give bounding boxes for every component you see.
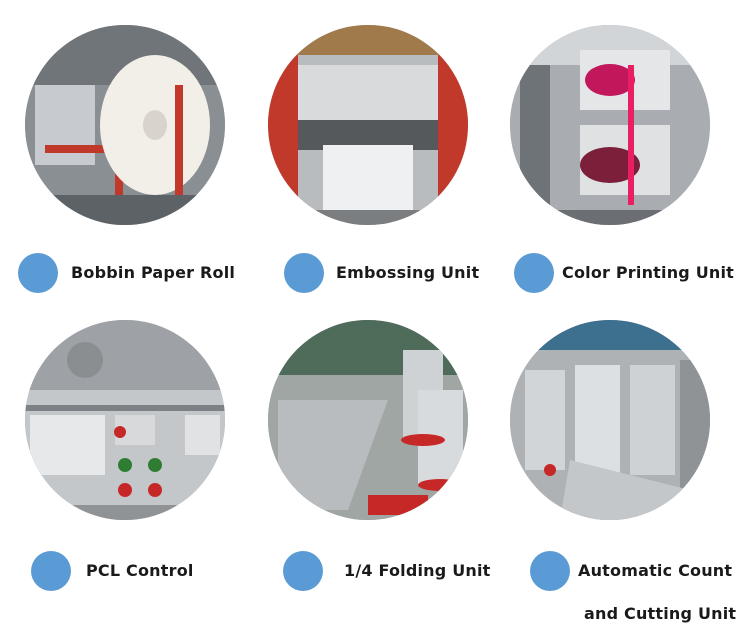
count-cutting-unit-photo bbox=[510, 320, 710, 520]
color-printing-unit-photo bbox=[510, 25, 710, 225]
bullet-icon bbox=[283, 551, 323, 591]
caption-folding-unit: 1/4 Folding Unit bbox=[344, 561, 491, 580]
bullet-icon bbox=[530, 551, 570, 591]
bobbin-paper-roll-photo bbox=[25, 25, 225, 225]
caption-bobbin-paper-roll: Bobbin Paper Roll bbox=[71, 263, 236, 282]
caption-color-printing-unit: Color Printing Unit bbox=[562, 263, 735, 282]
caption-count-cutting-line1: Automatic Count bbox=[578, 561, 733, 580]
bullet-icon bbox=[284, 253, 324, 293]
embossing-unit-photo bbox=[268, 25, 468, 225]
caption-pcl-control: PCL Control bbox=[86, 561, 194, 580]
bullet-icon bbox=[514, 253, 554, 293]
folding-unit-photo bbox=[268, 320, 468, 520]
bullet-icon bbox=[18, 253, 58, 293]
pcl-control-photo bbox=[25, 320, 225, 520]
caption-count-cutting-line2: and Cutting Unit bbox=[584, 604, 737, 623]
caption-embossing-unit: Embossing Unit bbox=[336, 263, 480, 282]
bullet-icon bbox=[31, 551, 71, 591]
